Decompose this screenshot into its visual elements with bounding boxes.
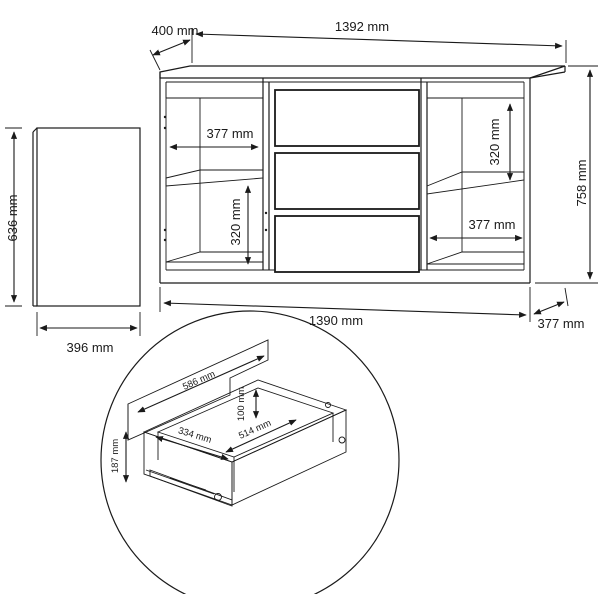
drawer-front-height-label: 187 mm <box>110 439 121 473</box>
drawer-front-bottom <box>274 215 420 273</box>
door-width-dimension: 396 mm <box>36 312 141 355</box>
base-depth-dimension: 377 mm <box>533 287 585 331</box>
base-depth-label: 377 mm <box>538 316 585 331</box>
left-shelf-height-label: 320 mm <box>228 199 243 246</box>
top-width-dimension: 1392 mm <box>191 19 567 63</box>
drawer-detail: 586 mm 100 mm 187 mm 334 mm 514 mm <box>100 310 400 594</box>
top-width-label: 1392 mm <box>335 19 389 34</box>
top-depth-label: 400 mm <box>152 23 199 38</box>
drawer-inner-width-label: 334 mm <box>177 425 213 446</box>
right-shelf-width-label: 377 mm <box>469 217 516 232</box>
door-height-label: 636 mm <box>5 195 20 242</box>
base-width-label: 1390 mm <box>309 313 363 328</box>
top-depth-dimension: 400 mm <box>149 23 199 71</box>
left-shelf-width-label: 377 mm <box>207 126 254 141</box>
drawer-length-label: 586 mm <box>181 369 217 393</box>
drawer-front-middle <box>274 152 420 210</box>
right-shelf-height-dimension: 320 mm <box>487 103 514 181</box>
height-dimension: 758 mm <box>535 65 598 284</box>
height-label: 758 mm <box>574 160 589 207</box>
drawer-height-label: 100 mm <box>236 387 247 421</box>
right-shelf-height-label: 320 mm <box>487 119 502 166</box>
door-width-label: 396 mm <box>67 340 114 355</box>
left-shelf-height-dimension: 320 mm <box>228 185 252 265</box>
door-height-dimension: 636 mm <box>5 127 22 307</box>
door-panel <box>32 127 141 307</box>
drawer-fronts <box>274 89 420 273</box>
left-shelf-width-dimension: 377 mm <box>169 126 259 151</box>
drawer-front-top <box>274 89 420 147</box>
right-shelf-width-dimension: 377 mm <box>429 217 523 242</box>
sideboard-body <box>159 65 566 284</box>
base-width-dimension: 1390 mm <box>159 287 531 328</box>
